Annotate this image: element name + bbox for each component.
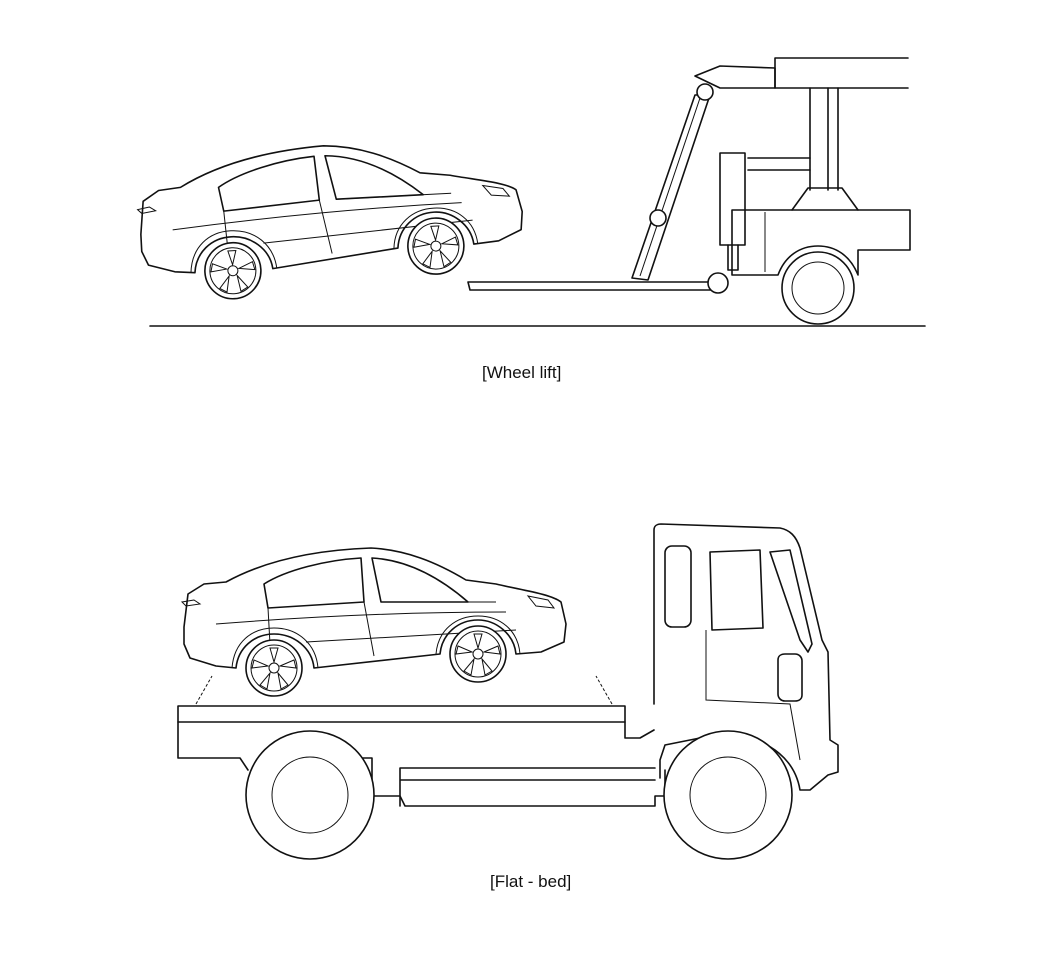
wheel-lift-illustration	[135, 57, 926, 327]
flat-bed-illustration	[177, 523, 839, 860]
wheel-lift-caption: [Wheel lift]	[482, 363, 562, 382]
flat-bed-caption: [Flat - bed]	[490, 872, 572, 891]
